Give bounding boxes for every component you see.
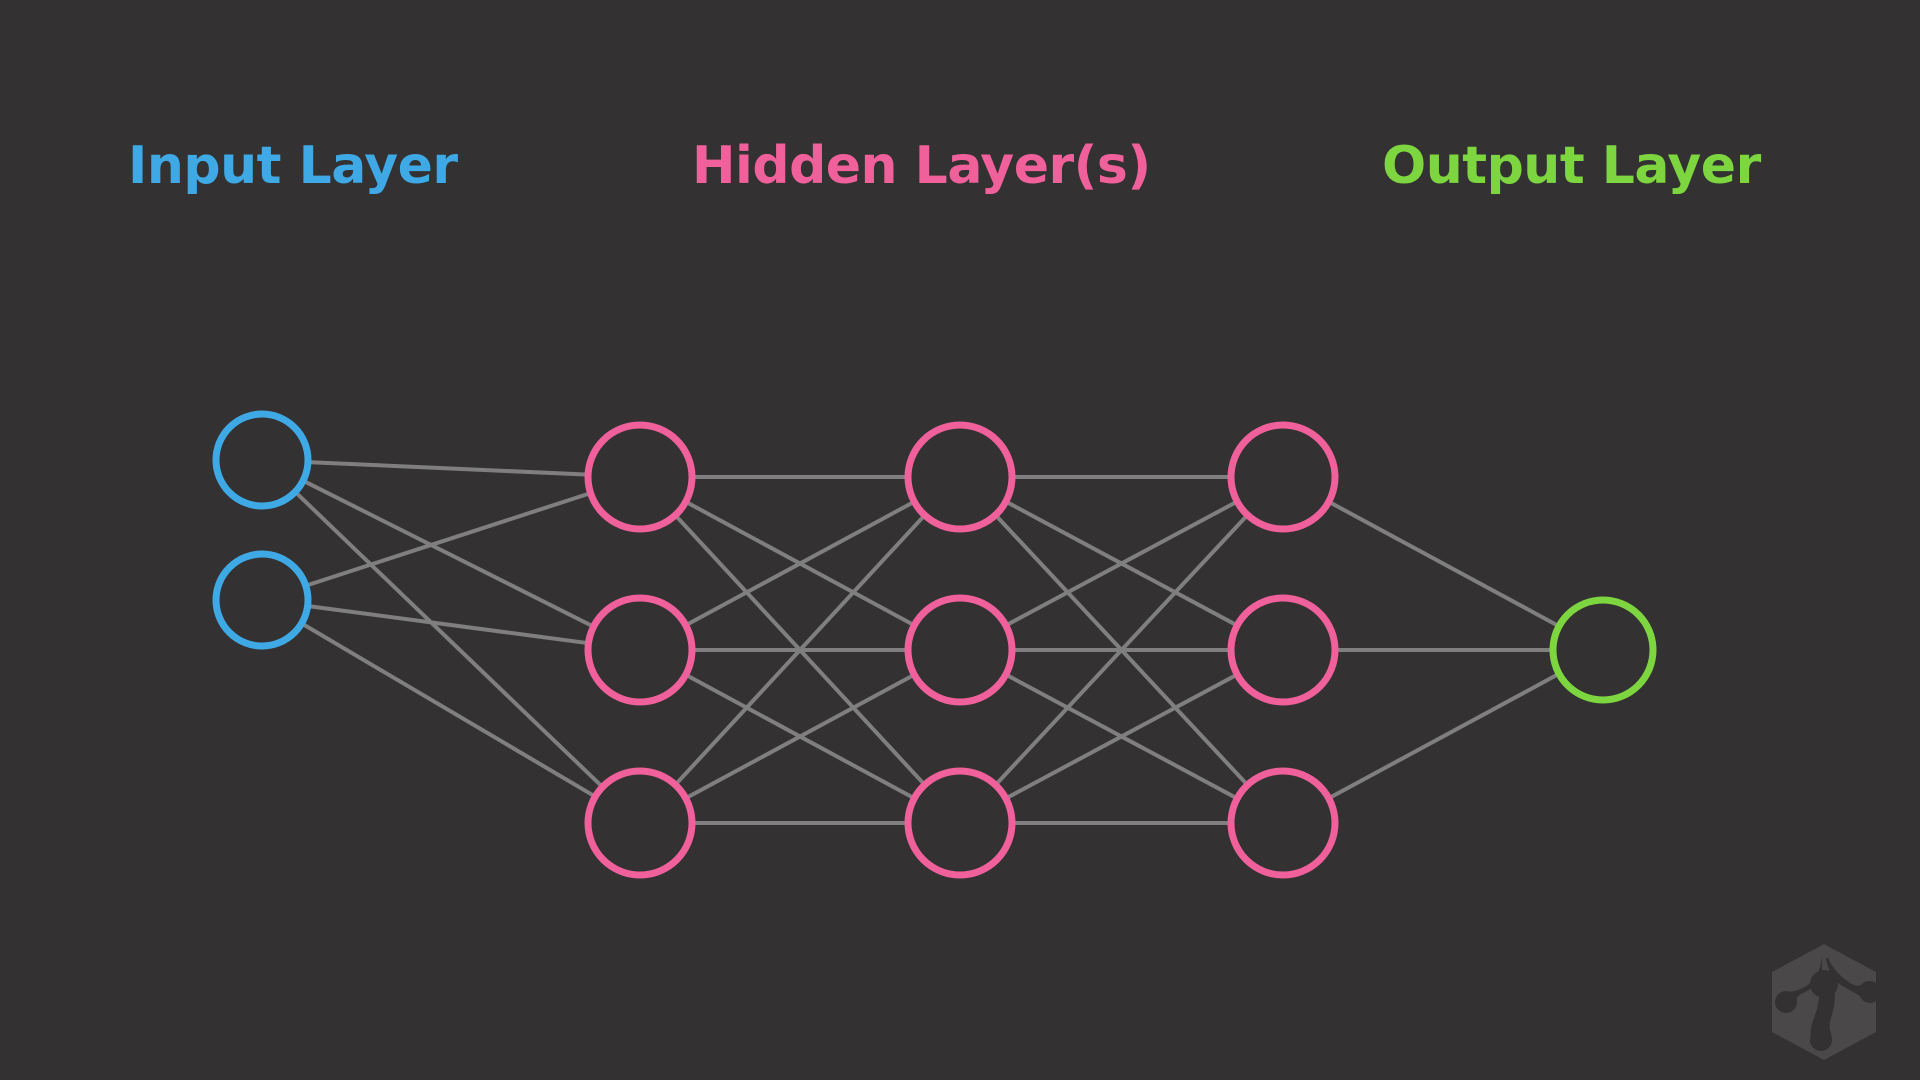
connection-edge [683, 499, 917, 628]
node-hidden-layer-1-2 [584, 594, 696, 706]
connection-edges [293, 460, 1562, 825]
connection-edge [301, 478, 596, 629]
connection-edge [305, 604, 591, 646]
neuron-branch-glyph [1775, 956, 1881, 1051]
network-nodes [212, 410, 1657, 879]
node-hidden-layer-3-3 [1227, 767, 1339, 879]
node-output-layer-1 [1549, 596, 1657, 704]
layer-label-input: Input Layer [128, 136, 458, 196]
connection-edge [1003, 499, 1240, 628]
connection-edge [1326, 499, 1562, 629]
connection-edge [683, 672, 917, 801]
node-input-layer-1 [212, 410, 312, 510]
connection-edge [299, 621, 598, 799]
node-hidden-layer-1-1 [584, 421, 696, 533]
node-hidden-layer-3-2 [1227, 594, 1339, 706]
connection-edge [293, 489, 605, 789]
node-hidden-layer-1-3 [584, 767, 696, 879]
connection-edge [303, 491, 593, 588]
layer-label-output: Output Layer [1382, 136, 1761, 196]
layer-label-hidden: Hidden Layer(s) [692, 136, 1151, 196]
node-hidden-layer-3-1 [1227, 421, 1339, 533]
node-hidden-layer-2-2 [904, 594, 1016, 706]
hexagon-neuron-logo-watermark [1772, 944, 1881, 1060]
node-hidden-layer-2-3 [904, 767, 1016, 879]
connection-edge [1003, 672, 1240, 801]
connection-edge [993, 513, 1250, 787]
connection-edge [305, 460, 591, 477]
node-hidden-layer-2-1 [904, 421, 1016, 533]
connection-edge [1326, 671, 1562, 801]
connection-edge [673, 513, 927, 787]
node-input-layer-2 [212, 550, 312, 650]
